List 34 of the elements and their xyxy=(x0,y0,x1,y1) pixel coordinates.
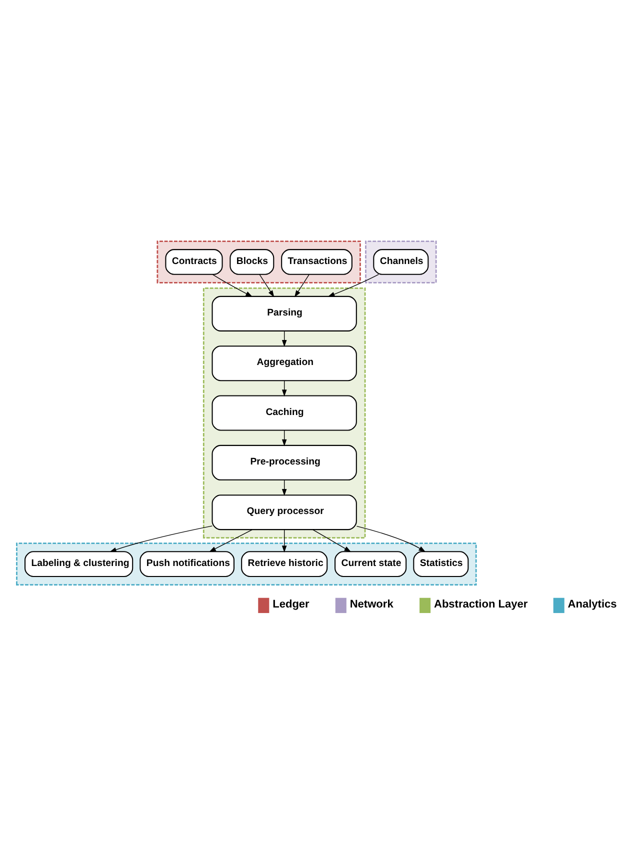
cluster xyxy=(365,240,437,284)
arrow xyxy=(209,529,253,552)
arrow xyxy=(328,274,379,297)
legend-label: Network xyxy=(350,598,394,610)
node-box: Blocks xyxy=(230,249,274,275)
arrow xyxy=(282,529,287,552)
node-box: Aggregation xyxy=(212,346,357,382)
arrow xyxy=(259,274,274,298)
cluster xyxy=(156,240,361,284)
node-box: Query processor xyxy=(212,494,357,530)
arrow xyxy=(356,526,426,552)
node-box: Caching xyxy=(212,395,357,431)
node-box: Statistics xyxy=(413,551,469,577)
arrow xyxy=(109,526,213,552)
node-box: Retrieve historic xyxy=(241,551,328,577)
legend-label: Abstraction Layer xyxy=(434,598,528,610)
node-box: Parsing xyxy=(212,296,357,332)
cluster xyxy=(202,287,366,539)
cluster xyxy=(16,542,477,586)
arrow xyxy=(282,330,287,347)
node-box: Pre-processing xyxy=(212,444,357,480)
legend-label: Analytics xyxy=(568,598,617,610)
arrow xyxy=(282,430,287,446)
node-box: Current state xyxy=(334,551,407,577)
node-box: Transactions xyxy=(281,249,352,275)
node-box: Contracts xyxy=(165,249,223,275)
node-box: Channels xyxy=(373,249,429,275)
node-box: Labeling & clustering xyxy=(24,551,134,577)
arrow xyxy=(294,274,310,298)
arrow xyxy=(312,529,352,552)
legend-label: Ledger xyxy=(272,598,310,610)
arrow xyxy=(282,380,287,397)
node-box: Push notifications xyxy=(140,551,234,577)
arrow xyxy=(282,480,287,496)
